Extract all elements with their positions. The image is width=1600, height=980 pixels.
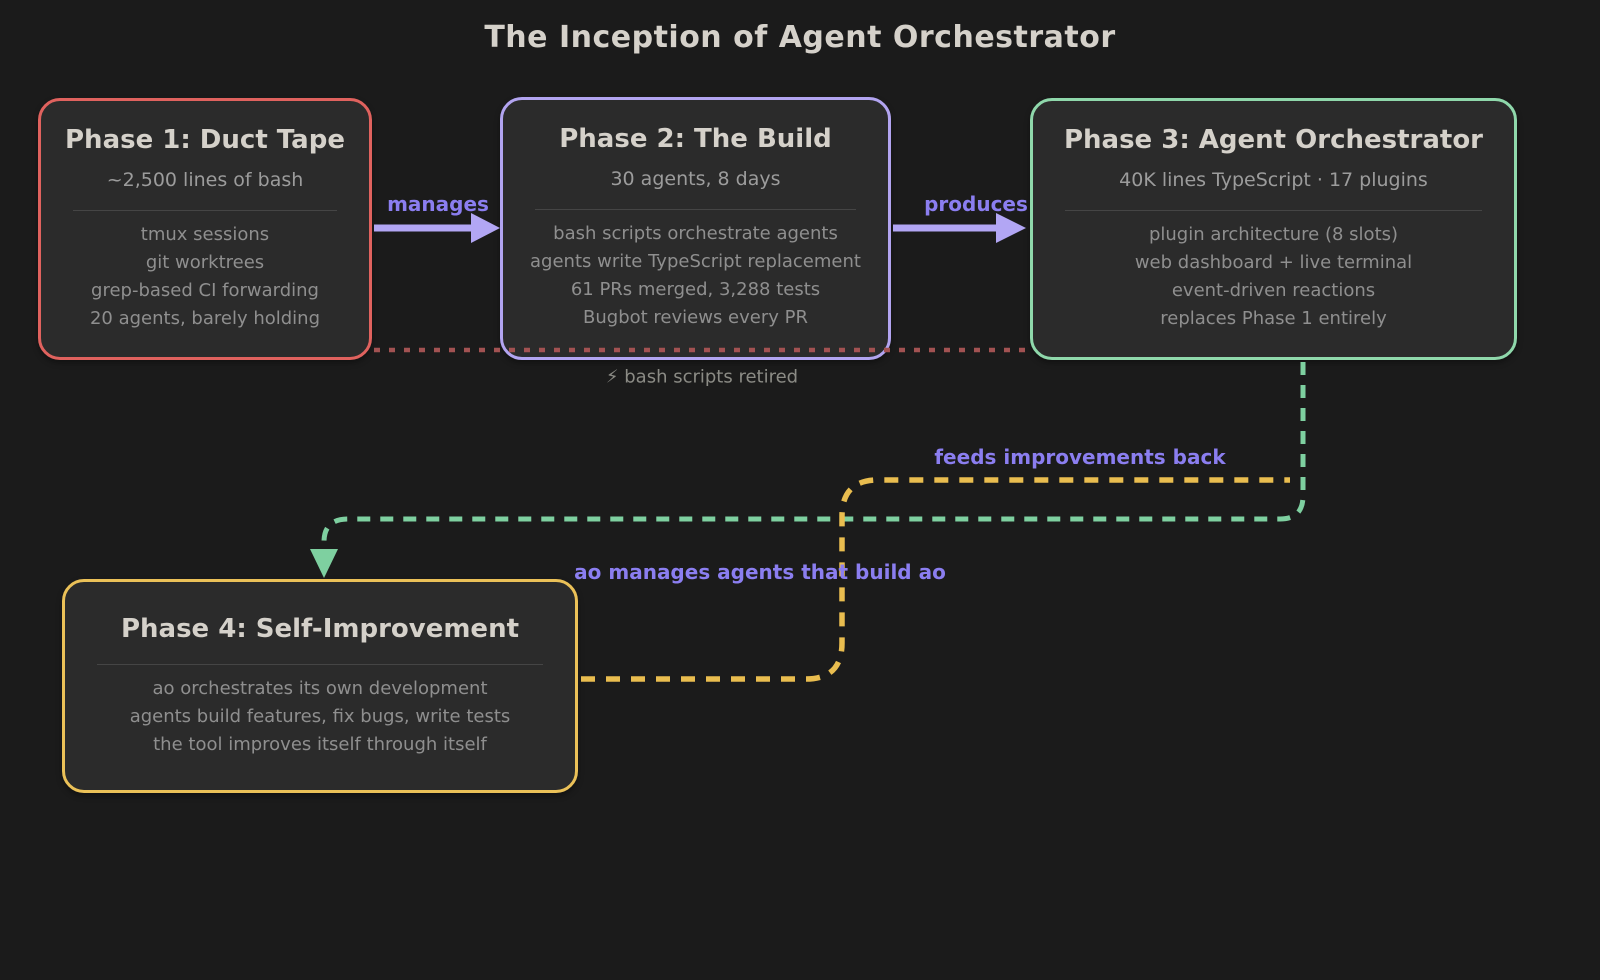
phase-4-item: agents build features, fix bugs, write t… bbox=[129, 706, 511, 727]
phase-1-title: Phase 1: Duct Tape bbox=[65, 125, 345, 155]
phase-3-item: plugin architecture (8 slots) bbox=[1148, 224, 1399, 245]
produces-arrowhead-icon bbox=[996, 213, 1026, 243]
phase-1-box: Phase 1: Duct Tape ~2,500 lines of bash … bbox=[38, 98, 372, 360]
phase-2-subtitle: 30 agents, 8 days bbox=[610, 168, 781, 190]
phase-2-item: 61 PRs merged, 3,288 tests bbox=[570, 279, 821, 300]
manages-arrowhead-icon bbox=[471, 213, 500, 243]
phase-3-subtitle: 40K lines TypeScript · 17 plugins bbox=[1119, 169, 1428, 191]
phase-2-item: Bugbot reviews every PR bbox=[583, 307, 808, 328]
phase-4-item: ao orchestrates its own development bbox=[152, 678, 488, 699]
phase-2-title: Phase 2: The Build bbox=[559, 124, 832, 154]
phase-1-item: 20 agents, barely holding bbox=[89, 308, 321, 329]
phase-4-title: Phase 4: Self-Improvement bbox=[120, 614, 520, 644]
phase-2-divider bbox=[535, 209, 856, 210]
bash-retired-edge-label: ⚡ bash scripts retired bbox=[605, 366, 799, 388]
phase-3-box: Phase 3: Agent Orchestrator 40K lines Ty… bbox=[1030, 98, 1517, 360]
phase-3-item: replaces Phase 1 entirely bbox=[1160, 308, 1387, 329]
phase-1-item: git worktrees bbox=[145, 252, 265, 273]
phase-2-box: Phase 2: The Build 30 agents, 8 days bas… bbox=[500, 97, 891, 360]
produces-edge-label: produces bbox=[924, 192, 1028, 216]
page-title: The Inception of Agent Orchestrator bbox=[484, 20, 1116, 55]
phase-1-divider bbox=[73, 210, 337, 211]
feeds-back-arrowhead-icon bbox=[310, 549, 338, 578]
phase-4-divider bbox=[97, 664, 543, 665]
manages-edge-label: manages bbox=[387, 192, 489, 216]
phase-3-item: web dashboard + live terminal bbox=[1134, 252, 1413, 273]
phase-1-item: tmux sessions bbox=[140, 224, 270, 245]
phase-3-divider bbox=[1065, 210, 1482, 211]
phase-4-item: the tool improves itself through itself bbox=[153, 734, 487, 755]
phase-1-subtitle: ~2,500 lines of bash bbox=[106, 169, 304, 191]
phase-1-item: grep-based CI forwarding bbox=[91, 280, 319, 301]
phase-3-item: event-driven reactions bbox=[1171, 280, 1376, 301]
phase-3-title: Phase 3: Agent Orchestrator bbox=[1063, 125, 1484, 155]
ao-manages-edge-label: ao manages agents that build ao bbox=[574, 560, 946, 584]
feeds-back-edge-label: feeds improvements back bbox=[934, 445, 1226, 469]
phase-4-box: Phase 4: Self-Improvement ao orchestrate… bbox=[62, 579, 578, 793]
phase-2-item: bash scripts orchestrate agents bbox=[553, 223, 838, 244]
phase-2-item: agents write TypeScript replacement bbox=[530, 251, 861, 272]
